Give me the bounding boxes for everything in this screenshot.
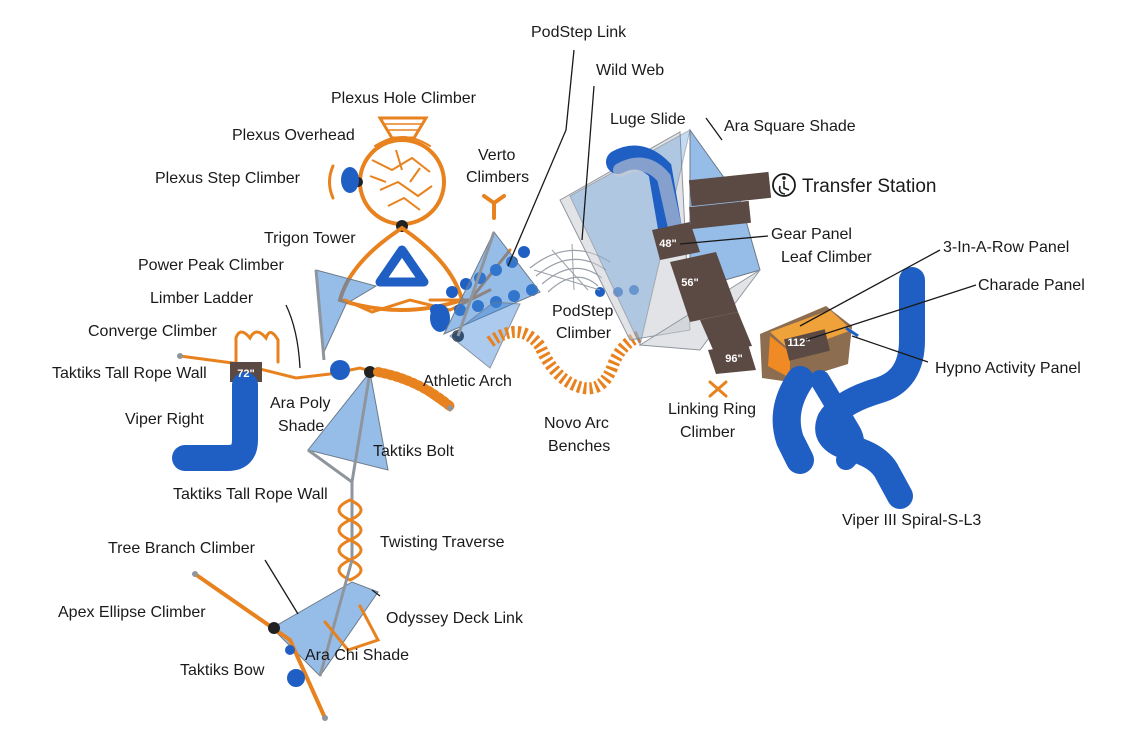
label-ara-poly-shade-line2: Shade — [278, 418, 324, 435]
deck-height-96: 96" — [725, 353, 742, 365]
label-twisting-traverse: Twisting Traverse — [380, 534, 505, 551]
label-viper-iii-spiral: Viper III Spiral-S-L3 — [842, 512, 981, 529]
wild-web-shape — [529, 249, 611, 293]
label-trigon-tower: Trigon Tower — [264, 230, 356, 247]
label-ara-poly-shade-line1: Ara Poly — [270, 395, 330, 412]
label-power-peak-climber: Power Peak Climber — [138, 257, 285, 274]
label-three-in-a-row-panel: 3-In-A-Row Panel — [943, 239, 1069, 256]
deck-48 — [652, 222, 700, 260]
transfer-station-deck — [688, 171, 772, 207]
label-leaf-climber: Leaf Climber — [781, 249, 872, 266]
label-taktiks-tall-rope-wall-top: Taktiks Tall Rope Wall — [52, 365, 207, 382]
deck-96 — [708, 344, 756, 374]
label-podstep-climber-line2: Climber — [556, 325, 612, 342]
structure-drawing — [172, 116, 925, 721]
label-verto-climbers-line2: Climbers — [466, 169, 529, 186]
label-ara-square-shade: Ara Square Shade — [724, 118, 856, 135]
label-plexus-step-climber: Plexus Step Climber — [155, 170, 301, 187]
viper-iii-spiral-shape — [815, 267, 925, 509]
label-verto-climbers-line1: Verto — [478, 147, 515, 164]
verto-climbers-shape — [482, 194, 506, 220]
label-converge-climber: Converge Climber — [88, 323, 218, 340]
deck-height-56: 56" — [681, 277, 698, 289]
viper-right-slide — [172, 372, 258, 471]
label-transfer-station: Transfer Station — [802, 176, 936, 197]
label-apex-ellipse-climber: Apex Ellipse Climber — [58, 604, 206, 621]
label-linking-ring-climber-line1: Linking Ring — [668, 401, 756, 418]
label-limber-ladder: Limber Ladder — [150, 290, 254, 307]
label-charade-panel: Charade Panel — [978, 277, 1085, 294]
label-odyssey-deck-link: Odyssey Deck Link — [386, 610, 524, 627]
deck-height-112: 112" — [788, 337, 811, 349]
deck-56 — [670, 252, 738, 322]
plexus-dome — [328, 116, 446, 232]
label-gear-panel: Gear Panel — [771, 226, 852, 243]
label-plexus-hole-climber: Plexus Hole Climber — [331, 90, 477, 107]
label-linking-ring-climber-line2: Climber — [680, 424, 736, 441]
label-athletic-arch: Athletic Arch — [423, 373, 512, 390]
ara-poly-shade-shape — [307, 370, 389, 471]
label-hypno-activity-panel: Hypno Activity Panel — [935, 360, 1081, 377]
leader-lines-lower — [264, 559, 381, 615]
trigon-tower-shape — [337, 225, 465, 312]
label-podstep-link: PodStep Link — [531, 24, 627, 41]
label-viper-right: Viper Right — [125, 411, 204, 428]
component-labels: PodStep Link Wild Web Plexus Hole Climbe… — [52, 24, 1085, 679]
label-novo-arc-benches-line2: Benches — [548, 438, 610, 455]
label-podstep-climber-line1: PodStep — [552, 303, 613, 320]
label-luge-slide: Luge Slide — [610, 111, 686, 128]
label-taktiks-bolt: Taktiks Bolt — [373, 443, 454, 460]
label-ara-chi-shade: Ara Chi Shade — [305, 647, 409, 664]
label-taktiks-bow: Taktiks Bow — [180, 662, 265, 679]
label-plexus-overhead: Plexus Overhead — [232, 127, 355, 144]
accessibility-icon — [772, 173, 796, 197]
deck-height-72: 72" — [237, 368, 254, 380]
label-wild-web: Wild Web — [596, 62, 664, 79]
converge-climber-shape — [234, 330, 280, 364]
deck-112 — [783, 329, 831, 361]
label-novo-arc-benches-line1: Novo Arc — [544, 415, 609, 432]
ara-chi-shade-shape — [271, 581, 379, 677]
label-taktiks-tall-rope-wall-bottom: Taktiks Tall Rope Wall — [173, 486, 328, 503]
leader-lines — [285, 49, 977, 369]
label-tree-branch-climber: Tree Branch Climber — [108, 540, 256, 557]
deck-height-48: 48" — [659, 238, 676, 250]
